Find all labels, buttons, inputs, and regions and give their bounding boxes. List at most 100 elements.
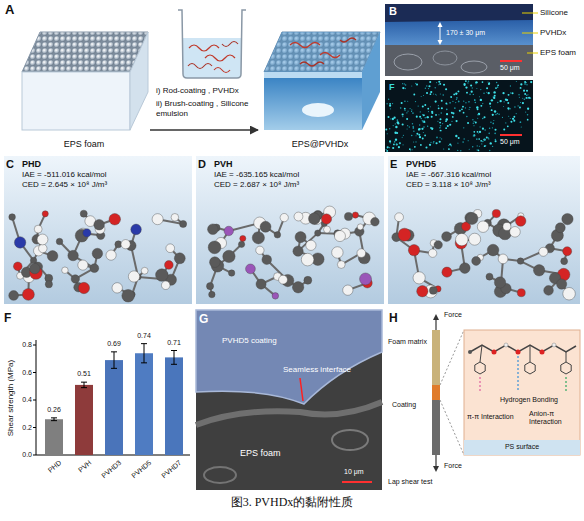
element-dot [386, 103, 387, 104]
element-dot [436, 137, 438, 139]
element-dot [513, 120, 515, 122]
element-dot [490, 142, 492, 144]
element-dot [420, 111, 421, 112]
atom [252, 232, 264, 244]
element-dot [480, 99, 482, 101]
element-dot [473, 121, 474, 122]
element-dot [423, 95, 424, 96]
atom [492, 209, 500, 217]
element-dot [453, 94, 455, 96]
element-dot [502, 92, 504, 94]
energy-value: CED = 2.687 × 10⁸ J/m³ [214, 180, 299, 190]
element-dot [492, 114, 494, 116]
element-dot [530, 97, 532, 99]
element-dot [390, 118, 391, 119]
category-label: PHD [47, 459, 64, 475]
atom [78, 282, 89, 293]
element-dot [399, 142, 401, 144]
foam-sample: EPS@PVHDx [258, 22, 382, 152]
panel-letter: F [4, 311, 11, 325]
element-dot [503, 101, 504, 102]
element-dot [419, 116, 421, 118]
element-dot [520, 87, 522, 89]
element-dot [448, 148, 450, 150]
element-dot [431, 128, 433, 130]
element-dot [411, 109, 412, 110]
element-dot [491, 99, 493, 101]
element-dot [409, 148, 411, 150]
element-dot [497, 84, 499, 86]
value-label: 0.71 [167, 339, 181, 347]
element-dot [487, 82, 488, 83]
element-dot [472, 119, 473, 120]
atom [240, 235, 246, 241]
atom [308, 213, 320, 225]
element-dot [499, 100, 501, 102]
element-dot [405, 84, 407, 86]
element-dot [496, 82, 498, 84]
scale-label: 50 μm [500, 64, 520, 72]
element-dot [522, 102, 524, 104]
element-dot [463, 138, 464, 139]
element-dot [524, 93, 526, 95]
figure-caption: 图3. PVHDx的黏附性质 [231, 495, 354, 509]
element-dot [439, 141, 441, 143]
element-dot [429, 144, 431, 146]
element-dot [472, 87, 473, 88]
coated-foam-block [264, 32, 380, 130]
element-dot [524, 81, 526, 83]
element-dot [438, 107, 440, 109]
element-dot [457, 143, 458, 144]
scale-label: 50 μm [500, 138, 520, 146]
atom [22, 288, 34, 300]
atom [109, 213, 121, 225]
element-dot [526, 90, 528, 92]
atom [456, 233, 468, 245]
eps-foam-block [22, 32, 148, 130]
element-dot [462, 141, 464, 143]
element-dot [403, 135, 404, 136]
element-dot [485, 145, 487, 147]
element-dot [456, 99, 457, 100]
element-dot [402, 83, 403, 84]
element-dot [394, 132, 396, 134]
element-dot [413, 93, 415, 95]
element-dot [462, 106, 464, 108]
bond [521, 248, 550, 261]
element-dot [452, 101, 453, 102]
element-dot [530, 81, 532, 83]
element-dot [490, 121, 491, 122]
element-dot [470, 84, 472, 86]
element-dot [411, 111, 412, 112]
element-dot [480, 126, 481, 127]
molecule-model [9, 210, 187, 302]
element-dot [482, 81, 484, 83]
atom [466, 213, 478, 225]
panel-letter: E [390, 158, 397, 171]
element-dot [488, 83, 490, 85]
element-dot [419, 124, 420, 125]
category-label: PVHD7 [160, 459, 183, 480]
atom [498, 254, 508, 264]
element-dot [399, 142, 401, 144]
element-dot [425, 146, 427, 148]
molecule-model [206, 206, 379, 299]
element-dot [412, 149, 413, 150]
atom [429, 287, 437, 295]
element-dot [456, 97, 458, 99]
element-dot [416, 116, 418, 118]
element-dot [438, 105, 439, 106]
element-dot [493, 91, 495, 93]
atom [208, 241, 221, 254]
atom [337, 261, 345, 269]
element-dot [479, 146, 480, 147]
element-dot [424, 135, 426, 137]
element-dot [440, 130, 441, 131]
element-dot [438, 114, 439, 115]
panel-letter: A [5, 2, 14, 18]
element-dot [443, 148, 444, 149]
element-dot [508, 116, 509, 117]
atom [343, 285, 353, 295]
element-dot [423, 132, 424, 133]
panel-letter: G [199, 312, 208, 326]
